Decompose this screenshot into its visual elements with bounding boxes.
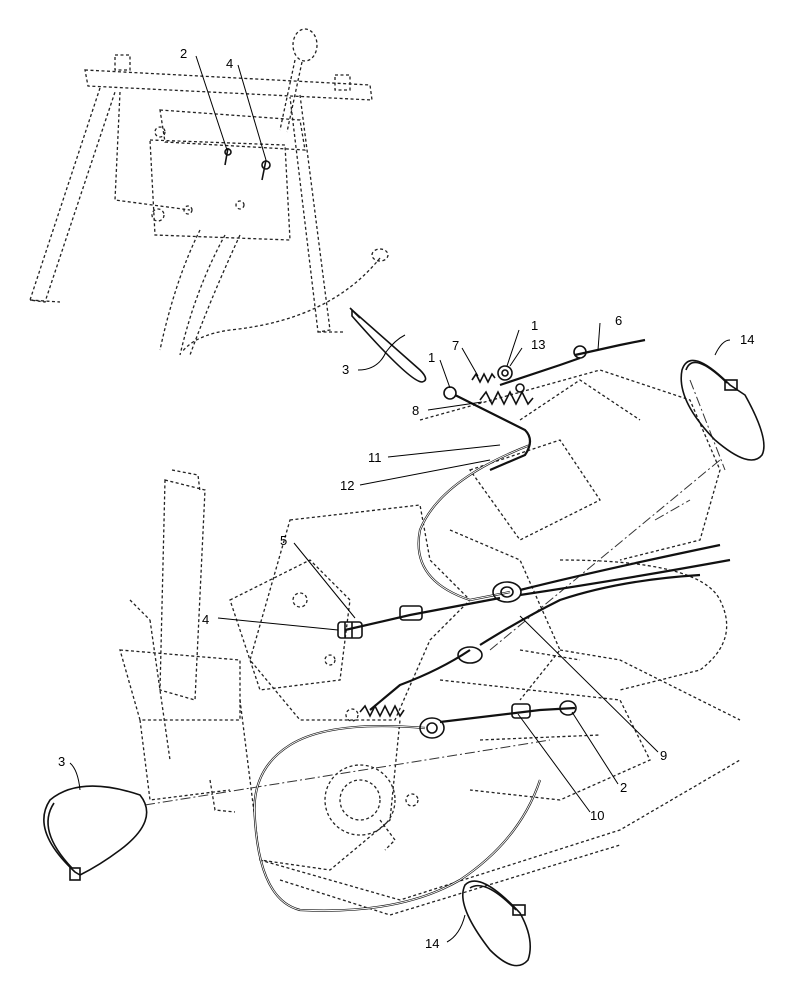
callout-1-b: 1 — [531, 318, 538, 333]
cable-ties — [43, 359, 765, 967]
callout-10: 10 — [590, 808, 604, 823]
callout-12: 12 — [340, 478, 354, 493]
callout-14-bottom: 14 — [425, 936, 439, 951]
callout-2-top: 2 — [180, 46, 187, 61]
leader-lines — [69, 55, 731, 943]
callout-4-mid: 4 — [202, 612, 209, 627]
control-cables — [253, 338, 731, 912]
callout-9: 9 — [660, 748, 667, 763]
fittings — [337, 345, 587, 739]
callout-14-top: 14 — [740, 332, 754, 347]
callout-2-bottom: 2 — [620, 780, 627, 795]
upper-lever-assembly — [29, 28, 427, 383]
callout-5: 5 — [280, 533, 287, 548]
callout-6: 6 — [615, 313, 622, 328]
callout-3-top: 3 — [342, 362, 349, 377]
callout-7: 7 — [452, 338, 459, 353]
callout-4-top: 4 — [226, 56, 233, 71]
callout-labels: 2 4 3 1 7 1 13 6 14 8 11 12 5 4 9 2 10 3… — [58, 46, 754, 951]
callout-3-bottom: 3 — [58, 754, 65, 769]
transmission-assembly — [119, 369, 741, 916]
callout-8: 8 — [412, 403, 419, 418]
callout-13: 13 — [531, 337, 545, 352]
callout-11: 11 — [368, 450, 382, 465]
callout-1-a: 1 — [428, 350, 435, 365]
